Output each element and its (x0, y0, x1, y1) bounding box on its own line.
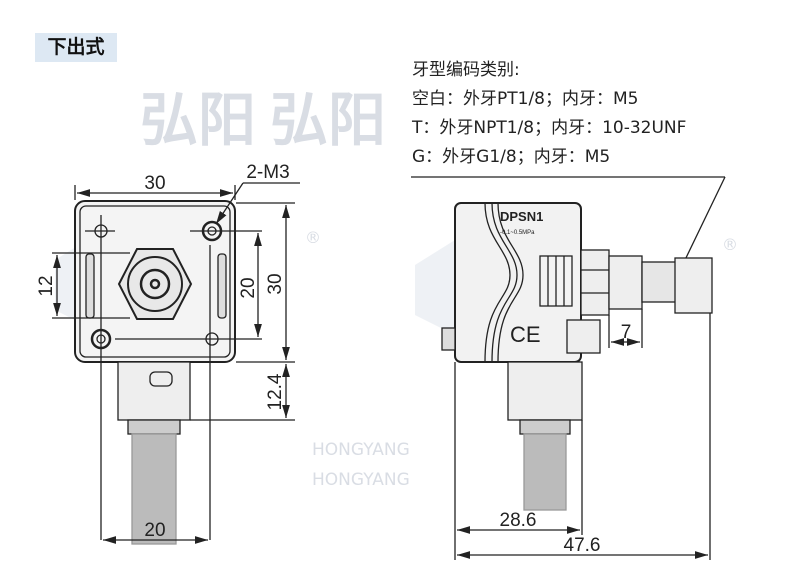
thread-code-line: T：外牙NPT1/8；内牙：10-32UNF (412, 118, 687, 138)
section-title: 下出式 (35, 33, 117, 62)
dim-holes: 2-M3 (246, 162, 289, 183)
watermark-mark: ® (722, 235, 738, 254)
ce-mark: CE (510, 322, 541, 347)
dim-stem: 12.4 (265, 373, 286, 410)
dim-width: 30 (144, 173, 165, 194)
watermark: 弘阳 弘阳 HONGYANG HONGYANG ® ® (55, 86, 738, 490)
watermark-cn: 弘阳 (270, 86, 386, 154)
dim-total-depth: 47.6 (564, 535, 601, 556)
dim-slot: 12 (36, 275, 57, 296)
dim-bottom-width: 20 (144, 520, 165, 541)
dim-fitting: 7 (621, 322, 632, 343)
thread-code-line: 空白：外牙PT1/8；内牙：M5 (412, 89, 639, 109)
model-label: DPSN1 (500, 209, 543, 224)
dim-hole-spacing: 20 (238, 277, 259, 298)
thread-code-line: G：外牙G1/8；内牙：M5 (412, 147, 611, 167)
watermark-mark: ® (305, 228, 321, 247)
watermark-cn: 弘阳 (140, 86, 256, 154)
thread-code-heading: 牙型编码类别: (412, 60, 520, 80)
watermark-en: HONGYANG (312, 440, 410, 460)
side-view (411, 176, 726, 560)
range-label: -0.1~0.5MPa (500, 230, 535, 236)
dim-body-depth: 28.6 (500, 510, 537, 531)
dim-height: 30 (265, 273, 286, 294)
watermark-en: HONGYANG (312, 470, 410, 490)
front-view (52, 182, 300, 545)
thread-code-legend: 牙型编码类别: 空白：外牙PT1/8；内牙：M5 T：外牙NPT1/8；内牙：1… (412, 56, 686, 172)
